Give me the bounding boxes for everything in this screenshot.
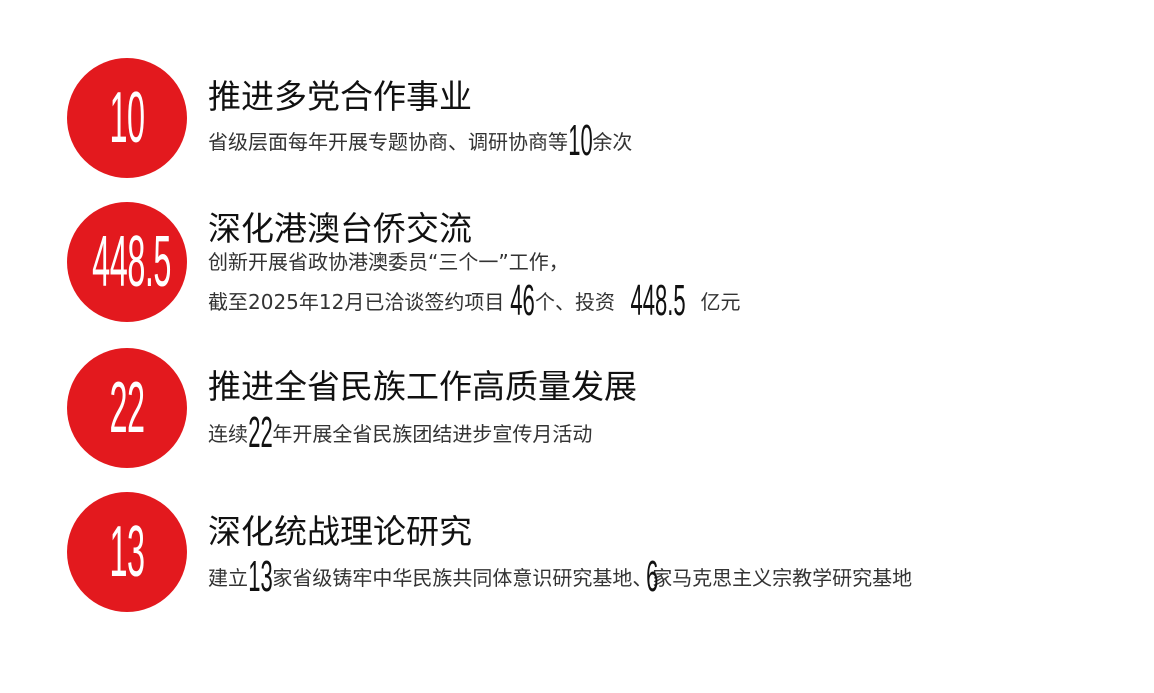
stat-circle: 448.5 亿 (67, 202, 210, 322)
description-text: 个、投资 (535, 290, 616, 314)
item-description: 建立13家省级铸牢中华民族共同体意识研究基地、6家马克思主义宗教学研究基地 (208, 552, 913, 601)
stat-circle: 10 (67, 58, 187, 178)
description-text: 建立 (208, 566, 248, 590)
highlight-number: 22 (247, 408, 273, 457)
highlight-number: 46 (510, 276, 536, 325)
item-title: 推进全省民族工作高质量发展 (208, 367, 637, 406)
item-description: 截至2025年12月已洽谈签约项目 46个、投资 448.5 亿元 (208, 276, 741, 325)
highlight-number: 6 (646, 552, 659, 601)
stat-number: 13 (109, 512, 145, 592)
description-text: 省级层面每年开展专题协商、调研协商等 (208, 130, 568, 154)
item-description: 省级层面每年开展专题协商、调研协商等10余次 (208, 116, 633, 165)
description-text: 家马克思主义宗教学研究基地 (652, 566, 913, 590)
item-title: 推进多党合作事业 (208, 77, 472, 116)
stat-unit: 亿 (189, 267, 210, 291)
stat-number: 22 (109, 368, 145, 448)
description-text: 年开展全省民族团结进步宣传月活动 (272, 422, 593, 446)
description-text: 截至2025年12月已洽谈签约项目 (208, 290, 511, 314)
highlight-number: 448.5 (630, 276, 686, 325)
description-text: 连续 (208, 422, 248, 446)
stat-number: 10 (109, 78, 145, 158)
highlight-number: 13 (247, 552, 273, 601)
item-title: 深化统战理论研究 (208, 512, 472, 551)
stat-circle: 13 (67, 492, 187, 612)
item-description: 连续22年开展全省民族团结进步宣传月活动 (208, 408, 593, 457)
highlight-number: 10 (567, 116, 593, 165)
stat-circle: 22 (67, 348, 187, 468)
item-description: 创新开展省政协港澳委员“三个一”工作， (208, 246, 569, 275)
description-text: 创新开展省政协港澳委员“三个一”工作， (208, 250, 569, 274)
description-text: 余次 (592, 130, 633, 154)
stat-number: 448.5 (92, 222, 172, 302)
description-text: 家省级铸牢中华民族共同体意识研究基地、 (272, 566, 653, 590)
item-title: 深化港澳台侨交流 (208, 209, 472, 248)
description-text: 亿元 (700, 290, 741, 314)
